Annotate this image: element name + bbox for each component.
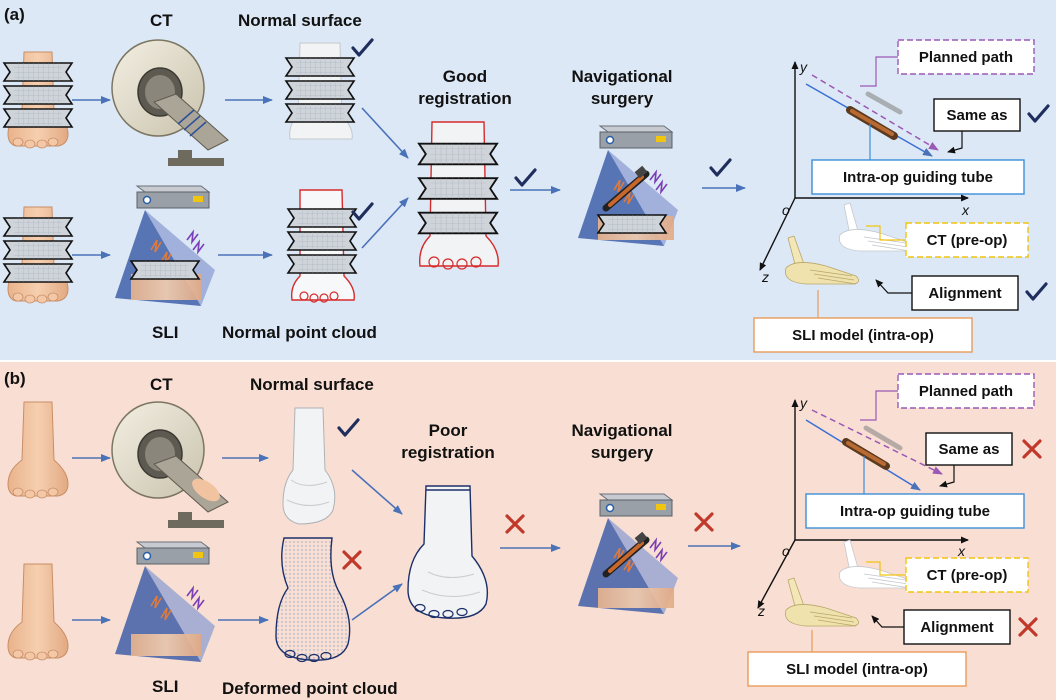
- ct-label-b: CT: [150, 375, 173, 394]
- registration-label-b-line2: registration: [401, 443, 495, 462]
- alignment-label-b: Alignment: [920, 619, 993, 636]
- planned-path-label-a: Planned path: [919, 49, 1013, 66]
- planned-path-box-b: Planned path: [860, 373, 1035, 421]
- axis-z-a: z: [761, 269, 769, 285]
- axis-x-a: x: [961, 202, 970, 218]
- planned-path-line-a: [811, 74, 939, 151]
- good-registration-model: [417, 121, 499, 270]
- sli-label-a: SLI: [152, 323, 178, 342]
- planned-path-box-a: Planned path: [860, 39, 1035, 87]
- leg-with-markers-sli: [3, 206, 73, 304]
- alignment-box-b: Alignment: [871, 609, 1011, 645]
- panel-a-tag: (a): [4, 5, 25, 24]
- ct-preop-box-b: CT (pre-op): [866, 557, 1029, 593]
- ct-scanner-a: [111, 39, 229, 167]
- deformed-point-cloud: [275, 537, 351, 663]
- planned-path-line-b: [811, 409, 943, 475]
- registration-label-a-line1: Good: [443, 67, 487, 86]
- flow-arrows-b: [72, 454, 741, 624]
- normal-point-cloud-label-a: Normal point cloud: [222, 323, 377, 342]
- normal-surface-label-b: Normal surface: [250, 375, 374, 394]
- panel-a: (a) CT SLI Normal surface: [0, 0, 1056, 360]
- normal-point-cloud-a: [287, 189, 357, 303]
- normal-surface-model-b: [282, 407, 336, 525]
- alignment-label-a: Alignment: [928, 285, 1001, 302]
- coordinate-frame-a: [759, 61, 969, 271]
- nav-surgery-scene-a: [577, 125, 679, 247]
- sli-scanner-a: [114, 185, 216, 307]
- nav-label-a-line2: surgery: [591, 89, 654, 108]
- same-as-label-a: Same as: [947, 107, 1008, 124]
- sli-model-label-b: SLI model (intra-op): [786, 661, 928, 678]
- flow-arrows-a: [72, 96, 746, 259]
- nav-surgery-scene-b: [577, 493, 679, 615]
- guiding-tube-device-a: [846, 91, 903, 140]
- guiding-tube-label-a: Intra-op guiding tube: [843, 169, 993, 186]
- planned-path-label-b: Planned path: [919, 383, 1013, 400]
- ct-preop-label-b: CT (pre-op): [927, 567, 1008, 584]
- axis-z-b: z: [757, 603, 765, 619]
- panel-b: (b) CT SLI Normal surface: [0, 362, 1056, 700]
- panel-b-tag: (b): [4, 369, 26, 388]
- sli-model-label-a: SLI model (intra-op): [792, 327, 934, 344]
- sli-scanner-b: [114, 541, 216, 663]
- sli-model-box-b: SLI model (intra-op): [747, 630, 967, 687]
- ct-preop-label-a: CT (pre-op): [927, 232, 1008, 249]
- coordinate-frame-b: [757, 399, 969, 609]
- deformed-point-cloud-label: Deformed point cloud: [222, 679, 398, 698]
- guiding-tube-device-b: [842, 425, 903, 470]
- guiding-tube-label-b: Intra-op guiding tube: [840, 503, 990, 520]
- same-as-box-b: Same as: [925, 432, 1013, 488]
- axis-y-a: y: [799, 59, 808, 75]
- nav-label-a-line1: Navigational: [571, 67, 672, 86]
- guiding-tube-box-b: Intra-op guiding tube: [805, 456, 1025, 529]
- axis-y-b: y: [799, 395, 808, 411]
- leg-with-markers-ct: [3, 51, 73, 149]
- ct-label-a: CT: [150, 11, 173, 30]
- ct-scanner-b: [111, 401, 229, 529]
- same-as-label-b: Same as: [939, 441, 1000, 458]
- sli-model-box-a: SLI model (intra-op): [753, 290, 973, 353]
- same-as-box-a: Same as: [933, 98, 1021, 154]
- axis-x-b: x: [957, 543, 966, 559]
- normal-surface-model-a: [285, 42, 355, 140]
- axis-o-b: o: [782, 543, 790, 559]
- alignment-box-a: Alignment: [875, 275, 1019, 311]
- ct-preop-box-a: CT (pre-op): [866, 222, 1029, 258]
- nav-label-b-line1: Navigational: [571, 421, 672, 440]
- axis-o-a: o: [782, 202, 790, 218]
- poor-registration-model: [407, 485, 489, 619]
- guiding-tube-box-a: Intra-op guiding tube: [811, 124, 1025, 195]
- registration-label-a-line2: registration: [418, 89, 512, 108]
- registration-label-b-line1: Poor: [429, 421, 468, 440]
- normal-surface-label-a: Normal surface: [238, 11, 362, 30]
- sli-label-b: SLI: [152, 677, 178, 696]
- nav-label-b-line2: surgery: [591, 443, 654, 462]
